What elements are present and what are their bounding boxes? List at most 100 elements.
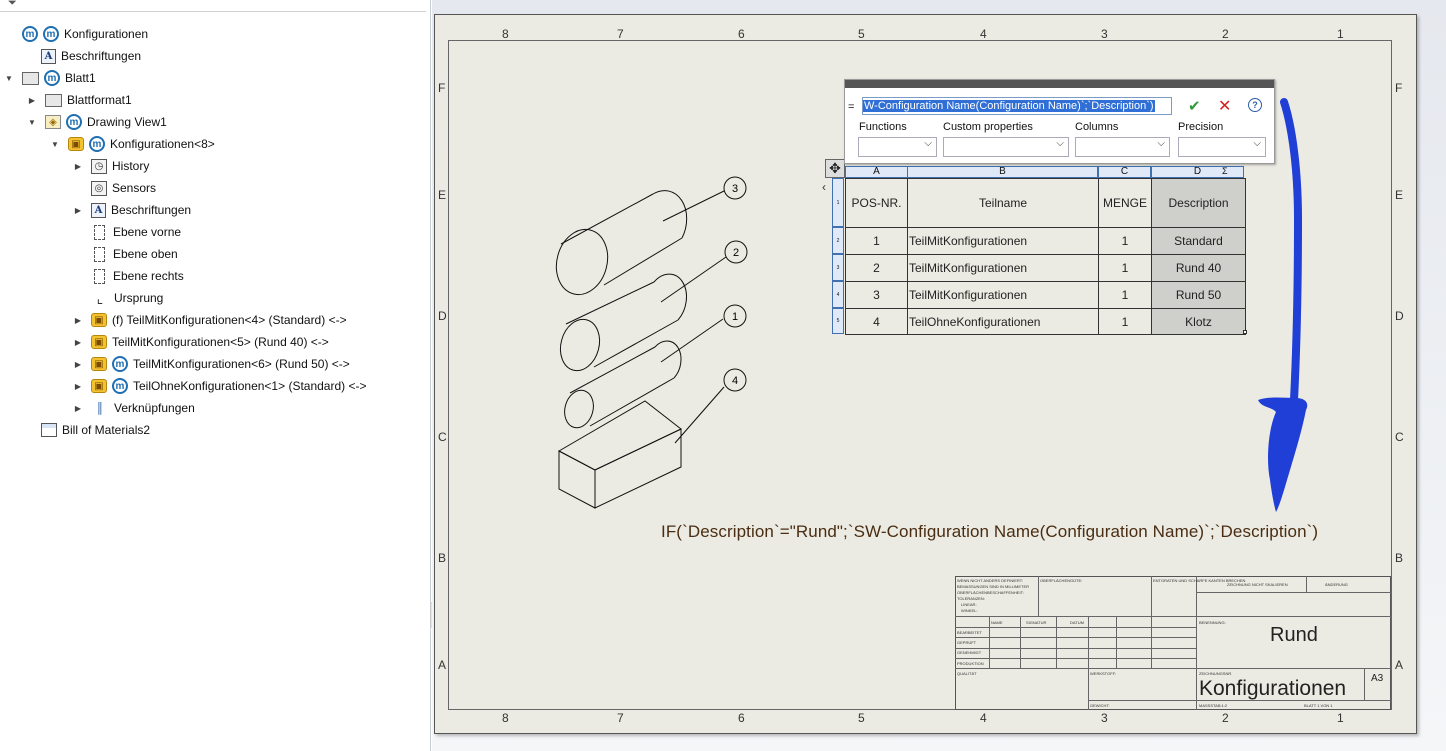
title-block-line	[1116, 616, 1117, 668]
tree-item[interactable]: ▶◷History	[73, 156, 149, 176]
zone-row-letter: C	[438, 430, 447, 444]
filter-icon[interactable]: ⏷	[8, 0, 17, 9]
bom-cell[interactable]: Rund 40	[1151, 254, 1246, 282]
tree-item[interactable]: Bill of Materials2	[23, 420, 150, 440]
title-block-line	[1151, 616, 1152, 668]
bom-header-cell[interactable]: Teilname	[907, 178, 1099, 228]
help-icon[interactable]: ?	[1248, 98, 1262, 112]
bom-row-number[interactable]: 1	[832, 178, 844, 227]
collapse-table-icon[interactable]: ‹	[822, 180, 826, 194]
bom-cell[interactable]: Rund 50	[1151, 281, 1246, 309]
expand-arrow-icon[interactable]: ▶	[74, 403, 82, 413]
bom-column-header-letter[interactable]: B	[907, 166, 1098, 178]
bom-cell[interactable]: 1	[1098, 254, 1152, 282]
solidworks-m-icon: m	[44, 70, 60, 86]
bom-cell[interactable]: TeilOhneKonfigurationen	[907, 308, 1099, 335]
tree-item[interactable]: ▶▣TeilMitKonfigurationen<5> (Rund 40) <-…	[73, 332, 329, 352]
balloon-circle[interactable]	[723, 368, 747, 392]
title-block-line	[1196, 592, 1391, 593]
title-block[interactable]	[955, 576, 1391, 710]
expand-arrow-icon[interactable]: ▶	[74, 161, 82, 171]
expand-arrow-icon[interactable]: ▶	[74, 381, 82, 391]
cancel-x-icon[interactable]: ✕	[1218, 98, 1232, 115]
equals-sign: =	[848, 101, 855, 113]
sheet-border-frame	[448, 40, 1392, 710]
bom-cell[interactable]: 1	[1098, 308, 1152, 335]
bom-cell[interactable]: Standard	[1151, 227, 1246, 255]
bom-column-header-letter[interactable]: C	[1098, 166, 1151, 178]
zone-column-number: 6	[738, 711, 745, 725]
bom-column-header-letter[interactable]: A	[845, 166, 908, 178]
bom-header-cell[interactable]: Description	[1151, 178, 1246, 228]
bom-row-number[interactable]: 5	[832, 308, 844, 334]
tree-item[interactable]: ▶Blattformat1	[27, 90, 132, 110]
tree-item[interactable]: ⌞Ursprung	[73, 288, 164, 308]
functions-dropdown[interactable]	[858, 137, 937, 157]
bom-row-number[interactable]: 3	[832, 254, 844, 281]
zone-column-number: 1	[1337, 27, 1344, 41]
bom-row-number[interactable]: 4	[832, 281, 844, 308]
title-block-label: LINEAR:	[961, 602, 977, 607]
bom-header-cell[interactable]: MENGE	[1098, 178, 1152, 228]
title-block-label: ZEICHNUNG NICHT SKALIEREN	[1227, 582, 1288, 587]
bom-cell[interactable]: TeilMitKonfigurationen	[907, 254, 1099, 282]
bom-column-header-letter[interactable]: D	[1151, 166, 1244, 178]
bom-cell[interactable]: 1	[1098, 227, 1152, 255]
bom-cell[interactable]: TeilMitKonfigurationen	[907, 227, 1099, 255]
expand-arrow-icon[interactable]: ▶	[28, 95, 36, 105]
expand-arrow-icon[interactable]: ▶	[74, 205, 82, 215]
expand-arrow-icon[interactable]: ▶	[74, 315, 82, 325]
solidworks-m-icon: m	[112, 378, 128, 394]
collapse-arrow-icon[interactable]: ▼	[28, 117, 36, 127]
editor-title-bar[interactable]	[845, 80, 1274, 88]
tree-item[interactable]: Ebene oben	[73, 244, 178, 264]
equation-editor-popup[interactable]: = W-Configuration Name(Configuration Nam…	[844, 79, 1275, 164]
columns-dropdown[interactable]	[1075, 137, 1170, 157]
tree-item-label: TeilMitKonfigurationen<6> (Rund 50) <->	[133, 357, 350, 371]
bom-cell[interactable]: 3	[845, 281, 908, 309]
tree-item[interactable]: Ebene vorne	[73, 222, 181, 242]
expand-arrow-icon[interactable]: ▶	[74, 337, 82, 347]
accept-check-icon[interactable]: ✔	[1188, 98, 1201, 115]
tree-filter-bar[interactable]: ⏷	[0, 0, 426, 12]
tree-item[interactable]: ▶▣(f) TeilMitKonfigurationen<4> (Standar…	[73, 310, 347, 330]
custom-properties-dropdown[interactable]	[943, 137, 1069, 157]
bom-header-cell[interactable]: POS-NR.	[845, 178, 908, 228]
bom-cell[interactable]: Klotz	[1151, 308, 1246, 335]
tree-item-label: Beschriftungen	[61, 49, 142, 63]
annotations-icon: A	[91, 202, 106, 218]
collapse-arrow-icon[interactable]: ▼	[51, 139, 59, 149]
zone-column-number: 4	[980, 27, 987, 41]
bom-cell[interactable]: TeilMitKonfigurationen	[907, 281, 1099, 309]
balloon-circle[interactable]	[724, 240, 748, 264]
bom-cell[interactable]: 4	[845, 308, 908, 335]
tree-item[interactable]: Ebene rechts	[73, 266, 184, 286]
precision-dropdown[interactable]	[1178, 137, 1266, 157]
bom-row-number[interactable]: 2	[832, 227, 844, 254]
collapse-arrow-icon[interactable]: ▼	[5, 73, 13, 83]
formula-input[interactable]: W-Configuration Name(Configuration Name)…	[862, 97, 1172, 115]
balloon-number: 1	[732, 311, 738, 323]
bom-cell[interactable]: 1	[845, 227, 908, 255]
table-resize-handle[interactable]	[1243, 330, 1247, 334]
bom-cell[interactable]: 1	[1098, 281, 1152, 309]
tree-item[interactable]: ▶∥Verknüpfungen	[73, 398, 195, 418]
zone-column-number: 6	[738, 27, 745, 41]
expand-arrow-icon[interactable]: ▶	[74, 359, 82, 369]
tree-item[interactable]: ◎Sensors	[73, 178, 156, 198]
balloon-circle[interactable]	[723, 304, 747, 328]
bom-cell[interactable]: 2	[845, 254, 908, 282]
move-table-icon[interactable]: ✥	[825, 159, 845, 178]
plane-icon	[94, 246, 105, 262]
balloon-circle[interactable]	[723, 176, 747, 200]
